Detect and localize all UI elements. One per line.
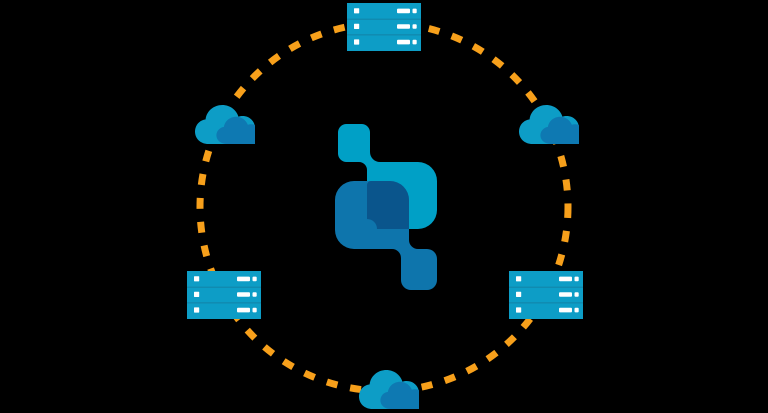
server-icon: [347, 3, 421, 51]
cloud-platform-logo: [335, 124, 437, 290]
server-icon: [509, 271, 583, 319]
logo-light-shape: [338, 124, 437, 229]
server-icon: [187, 271, 261, 319]
logo-overlap-shape: [367, 181, 409, 229]
logo-dark-shape: [335, 181, 437, 290]
